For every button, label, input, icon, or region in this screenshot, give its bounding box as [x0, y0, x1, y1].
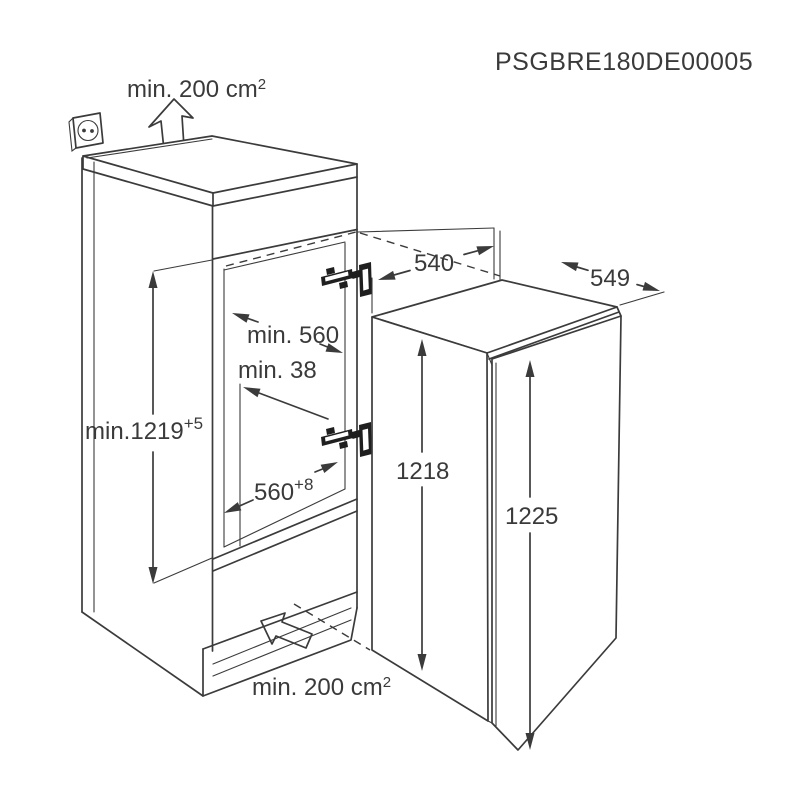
model-code-label: PSGBRE180DE00005	[495, 48, 753, 76]
appliance-height-label: 1218	[396, 458, 449, 485]
dim-rear-gap: min. 38	[238, 357, 329, 420]
dim-appliance-depth: 549	[561, 262, 665, 306]
arrowhead-downleft-icon	[378, 270, 396, 280]
arrowhead-down-icon	[417, 654, 427, 671]
arrowhead-upleft-icon	[561, 262, 579, 272]
arrowhead-upright-icon	[320, 462, 338, 473]
hinge-icon-bottom	[321, 422, 372, 457]
arrowhead-up-icon	[417, 339, 427, 356]
dim-niche-width-bottom: 560+8	[224, 462, 338, 513]
dim-appliance-width: 540	[371, 246, 494, 314]
airflow-in-arrow-icon	[260, 612, 313, 649]
niche-width-bottom-label: 560+8	[254, 475, 313, 506]
niche-top-alignment-dash	[225, 231, 357, 267]
arrowhead-upleft-icon	[243, 387, 261, 398]
arrowhead-upleft-icon	[232, 313, 250, 323]
arrowhead-up-icon	[148, 271, 158, 288]
appliance-bottom-alignment-dash	[293, 603, 371, 651]
appliance-door-panel	[491, 315, 622, 751]
appliance-front-face	[371, 316, 489, 722]
arrowhead-downleft-icon	[224, 502, 242, 513]
arrowhead-up-icon	[525, 360, 535, 377]
hinge-icon-top	[321, 262, 372, 297]
dim-niche-height: min.1219+5	[85, 259, 213, 584]
cabinet-niche-drawing	[81, 135, 501, 697]
arrowhead-upright-icon	[476, 246, 494, 256]
appliance-top-alignment-dash	[359, 232, 501, 277]
niche-height-label: min.1219+5	[85, 414, 203, 445]
arrowhead-down-icon	[525, 733, 535, 750]
appliance-width-label: 540	[414, 250, 454, 277]
niche-width-label: min. 560	[247, 322, 339, 349]
bottom-ventilation-label: min. 200 cm2	[252, 674, 391, 701]
appliance-drawing	[371, 279, 622, 751]
arrowhead-downright-icon	[325, 343, 343, 353]
dim-door-height: 1225	[505, 360, 558, 750]
dim-niche-width: min. 560	[232, 313, 343, 353]
top-ventilation-label: min. 200 cm2	[127, 76, 266, 103]
door-height-label: 1225	[505, 503, 558, 530]
arrowhead-down-icon	[148, 567, 158, 584]
arrowhead-downright-icon	[642, 281, 660, 291]
rear-gap-label: min. 38	[238, 357, 317, 384]
power-socket-icon	[68, 112, 104, 153]
dim-appliance-height: 1218	[396, 339, 449, 671]
appliance-depth-label: 549	[590, 265, 630, 292]
